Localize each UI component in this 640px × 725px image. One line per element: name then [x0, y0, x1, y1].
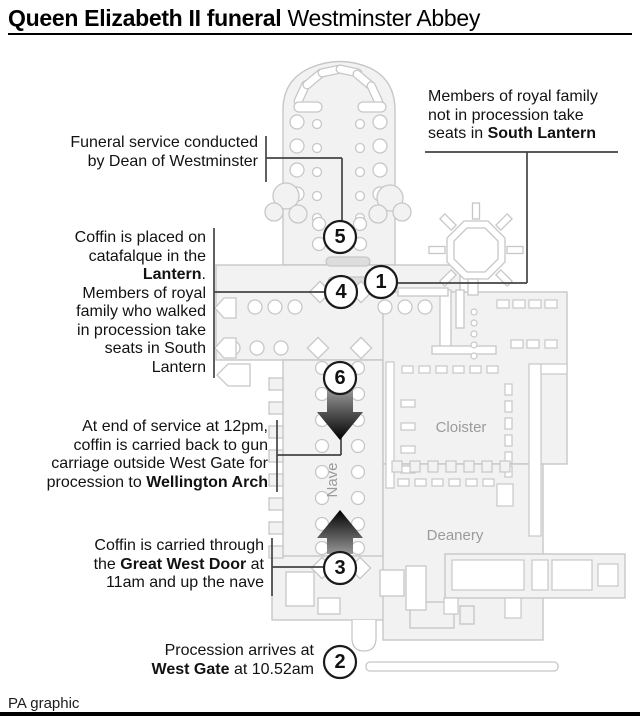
great-west-door	[351, 620, 377, 652]
annotation-end-of-service: At end of service at 12pm, coffin is car…	[3, 418, 268, 492]
connector-south-lantern	[398, 151, 618, 284]
connector-west-door	[271, 538, 324, 596]
annotation-bold: Great West Door	[120, 555, 247, 573]
marker-6: 6	[322, 360, 358, 396]
cloister-label: Cloister	[436, 419, 487, 436]
svg-text:4: 4	[335, 281, 347, 303]
annotation-text: at 10.52am	[229, 660, 314, 678]
route-arrow-down-icon	[317, 390, 363, 440]
radiating-chapels	[293, 64, 384, 107]
west-towers	[285, 565, 427, 615]
annotation-text: Members of royal family not in processio…	[428, 88, 598, 142]
transept-end-chapels	[214, 297, 237, 359]
marker-1: 1	[363, 264, 399, 300]
svg-text:3: 3	[334, 557, 345, 579]
connector-lines	[213, 136, 618, 596]
annex-low-2	[459, 605, 475, 625]
annotation-text: Funeral service conducted by Dean of Wes…	[70, 134, 258, 170]
north-porch	[216, 363, 251, 387]
page-title: Queen Elizabeth II funeral Westminster A…	[8, 5, 632, 31]
annotation-bold: Wellington Arch	[146, 473, 268, 491]
sanctuary-columns	[311, 216, 368, 252]
deanery-label: Deanery	[427, 527, 484, 544]
marker-3: 3	[322, 550, 358, 586]
annotation-great-west-door: Coffin is carried through the Great West…	[24, 537, 264, 593]
annotation-text: At end of service at 12pm, coffin is car…	[46, 418, 268, 491]
annotation-west-gate: Procession arrives at West Gate at 10.52…	[94, 642, 314, 679]
annotation-bold: South Lantern	[487, 125, 597, 142]
credit: PA graphic	[8, 695, 80, 712]
nave-buttresses	[268, 377, 284, 559]
annotation-south-lantern: Members of royal family not in processio…	[428, 88, 628, 144]
svg-text:1: 1	[375, 271, 386, 293]
annotation-text: Coffin is placed on catafalque in the	[74, 229, 206, 265]
route-markers: 5 4 1 6 3 2	[322, 219, 399, 680]
marker-5: 5	[322, 219, 358, 255]
west-gate-path	[365, 661, 559, 672]
header: Queen Elizabeth II funeral Westminster A…	[8, 0, 632, 35]
east-range	[451, 299, 619, 591]
title-bold: Queen Elizabeth II funeral	[8, 5, 282, 31]
annotation-catafalque-lantern: Coffin is placed on catafalque in the La…	[11, 229, 206, 377]
connector-catafalque	[213, 228, 325, 378]
deanery-rooms	[443, 483, 522, 619]
deanery-battlements	[391, 460, 511, 473]
annotation-text: Coffin is carried through the	[93, 537, 264, 573]
marker-4: 4	[323, 274, 359, 310]
annotation-text: at 11am and up the nave	[105, 555, 264, 592]
annotation-bold: West Gate	[151, 660, 230, 678]
svg-text:2: 2	[334, 651, 345, 673]
annotation-text: Procession arrives at	[164, 642, 314, 659]
annotation-bold: Lantern	[142, 266, 202, 283]
side-chapels	[264, 182, 412, 224]
route-arrows	[317, 390, 363, 554]
title-subtitle: Westminster Abbey	[287, 5, 481, 31]
marker-2: 2	[322, 644, 358, 680]
svg-text:6: 6	[334, 367, 345, 389]
svg-text:5: 5	[334, 226, 345, 248]
annotation-dean-of-westminster: Funeral service conducted by Dean of Wes…	[28, 134, 258, 171]
nave-label: Nave	[324, 462, 341, 497]
chapter-house	[428, 202, 524, 296]
connector-dean	[265, 136, 343, 221]
crossing-walls	[397, 287, 497, 355]
screens	[293, 101, 387, 113]
annotation-text: . Members of royal family who walked in …	[76, 266, 206, 376]
route-arrow-up-icon	[317, 510, 363, 554]
deanery-details: Deanery	[391, 460, 522, 619]
footer-rule	[0, 712, 640, 716]
